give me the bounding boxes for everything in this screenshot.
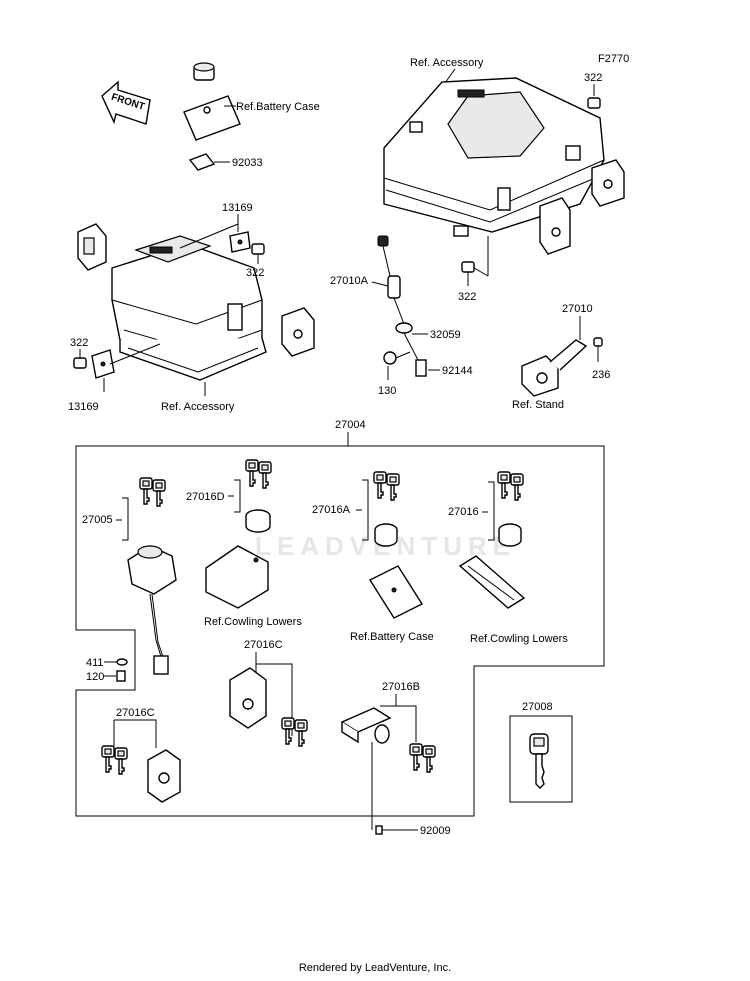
label-411: 411 xyxy=(86,657,104,669)
label-ref-stand: Ref. Stand xyxy=(512,399,564,411)
nut-part-322-b xyxy=(251,243,265,255)
label-92033: 92033 xyxy=(232,157,263,169)
seat-lock-part-27016C-b xyxy=(229,667,267,729)
screw-part-92009 xyxy=(375,825,383,835)
label-130: 130 xyxy=(378,385,396,397)
battery-case-cover-part-mid xyxy=(368,565,424,619)
clip-part-92033 xyxy=(188,153,216,171)
label-32059: 32059 xyxy=(430,329,461,341)
label-27004: 27004 xyxy=(335,419,366,431)
label-322-c: 322 xyxy=(70,337,88,349)
label-ref-cowling-lowers-a: Ref.Cowling Lowers xyxy=(204,616,302,628)
plate-part-13169-a xyxy=(229,231,251,253)
figure-code: F2770 xyxy=(598,53,629,65)
stand-lock-part-27010 xyxy=(521,337,603,397)
top-case-part xyxy=(383,77,625,255)
keys-27016 xyxy=(498,472,523,500)
keys-27016C-b xyxy=(282,718,307,746)
nut-part-322-c xyxy=(73,357,87,369)
keys-27016A xyxy=(374,472,399,500)
box-27008 xyxy=(509,715,573,803)
ignition-switch-part-27005 xyxy=(127,545,177,675)
keys-27005 xyxy=(140,478,165,506)
washer-part-411 xyxy=(116,658,128,666)
label-27016D: 27016D xyxy=(186,491,225,503)
label-27016A: 27016A xyxy=(312,504,351,516)
key-blank-part-27008 xyxy=(529,733,549,789)
label-236: 236 xyxy=(592,369,610,381)
cowling-lower-cover-part-b xyxy=(458,555,526,609)
nut-part-322-d xyxy=(461,261,475,273)
label-27010: 27010 xyxy=(562,303,593,315)
label-ref-accessory-top: Ref. Accessory xyxy=(410,57,484,69)
keys-27016C-a xyxy=(102,746,127,774)
label-27008: 27008 xyxy=(522,701,553,713)
bolt-part-120 xyxy=(116,670,126,682)
label-ref-battery-case-top: Ref.Battery Case xyxy=(236,101,320,113)
front-arrow-icon: FRONT xyxy=(101,80,151,125)
label-27016C-b: 27016C xyxy=(244,639,283,651)
label-ref-cowling-lowers-b: Ref.Cowling Lowers xyxy=(470,633,568,645)
label-322-d: 322 xyxy=(458,291,476,303)
battery-case-cover-part xyxy=(183,95,241,141)
label-322-a: 322 xyxy=(584,72,602,84)
helmet-lock-part-27016B xyxy=(340,707,392,744)
lock-cylinder-part-27016D xyxy=(245,509,271,533)
grommet-part xyxy=(193,62,215,81)
label-27005: 27005 xyxy=(82,514,113,526)
lock-cylinder-part-27016A xyxy=(374,523,398,547)
plate-part-13169-b xyxy=(91,349,115,379)
label-322-b: 322 xyxy=(246,267,264,279)
saddlebag-left-part xyxy=(77,223,315,381)
label-13169-a: 13169 xyxy=(222,202,253,214)
label-ref-battery-case-mid: Ref.Battery Case xyxy=(350,631,434,643)
label-ref-accessory-left: Ref. Accessory xyxy=(161,401,235,413)
label-13169-b: 13169 xyxy=(68,401,99,413)
label-120: 120 xyxy=(86,671,104,683)
label-27016: 27016 xyxy=(448,506,479,518)
seat-lock-part-27016C-a xyxy=(147,749,181,803)
label-27010A: 27010A xyxy=(330,275,369,287)
lock-cylinder-part-27016 xyxy=(498,523,522,547)
label-27016C-a: 27016C xyxy=(116,707,155,719)
footer-credit: Rendered by LeadVenture, Inc. xyxy=(298,962,452,974)
label-92009: 92009 xyxy=(420,825,451,837)
keys-27016B xyxy=(410,744,435,772)
keys-27016D xyxy=(246,460,271,488)
label-27016B: 27016B xyxy=(382,681,420,693)
nut-part-322-a xyxy=(587,97,601,109)
label-92144: 92144 xyxy=(442,365,473,377)
set-27004-bracket xyxy=(75,432,605,817)
cowling-lower-cover-part-a xyxy=(205,545,269,609)
cable-lock-part-27010A xyxy=(377,235,427,377)
